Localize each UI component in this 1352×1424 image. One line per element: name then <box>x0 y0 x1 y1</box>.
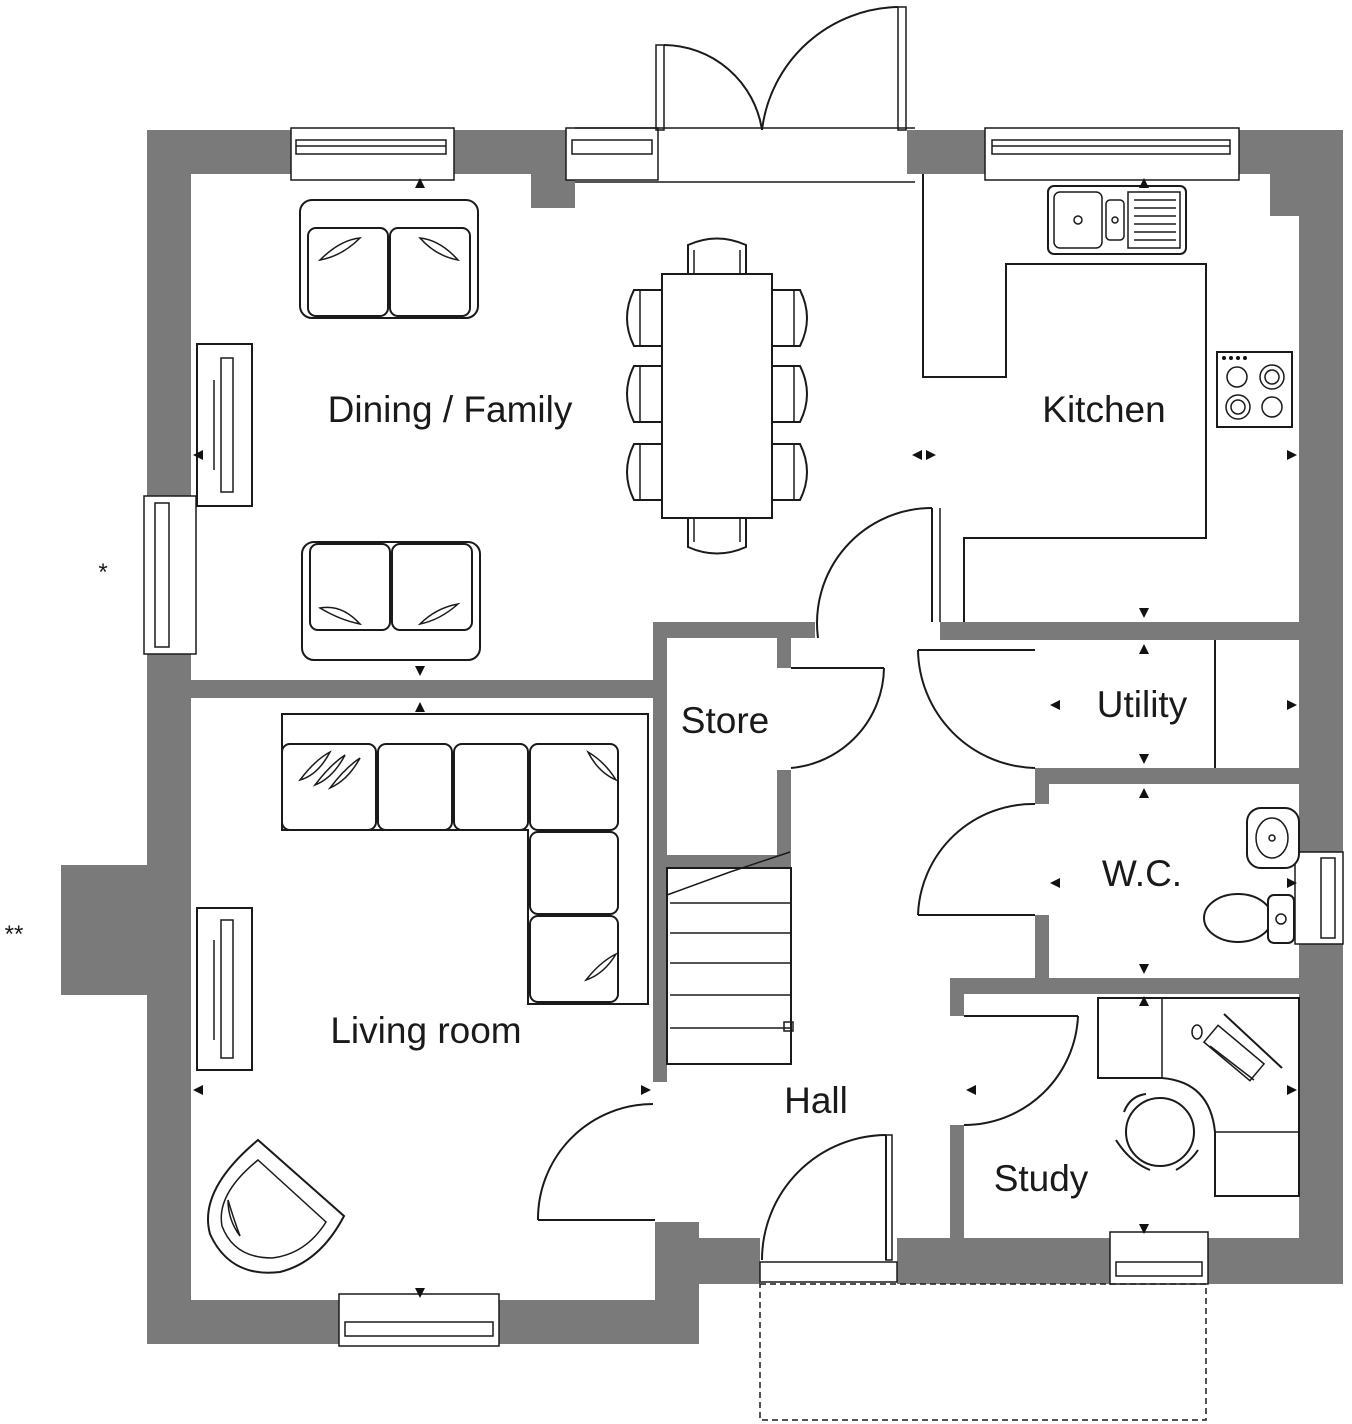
room-label-store: Store <box>681 700 769 741</box>
hob <box>1216 351 1293 428</box>
keyboard-icon <box>1202 1024 1266 1082</box>
window-wc-side <box>1294 851 1344 945</box>
chair-bottom <box>687 517 747 555</box>
sofa-dining-top <box>299 199 479 319</box>
monitor-icon <box>1223 1013 1283 1069</box>
corner-sofa <box>281 713 649 1005</box>
room-label-kitchen: Kitchen <box>1042 389 1165 430</box>
window-dining-side <box>143 495 197 655</box>
note-double-asterisk: ** <box>5 921 24 948</box>
room-label-living-room: Living room <box>330 1010 521 1051</box>
room-label-hall: Hall <box>784 1080 848 1121</box>
staircase <box>666 851 794 1065</box>
porch-canopy <box>759 1283 1207 1421</box>
wc-basin <box>1246 807 1300 869</box>
window-dining-door-left <box>565 127 659 181</box>
sink <box>1047 185 1187 255</box>
study-chair <box>1115 1093 1199 1171</box>
tv-unit-dining <box>196 343 253 507</box>
room-label-study: Study <box>994 1158 1089 1199</box>
dimension-markers <box>193 178 1297 1298</box>
armchair <box>207 1138 346 1274</box>
window-dining-top <box>290 127 455 181</box>
sink-drainer-lines <box>1134 199 1176 241</box>
wc-toilet <box>1203 893 1295 944</box>
room-label-wc: W.C. <box>1102 853 1182 894</box>
window-study-bottom <box>1109 1231 1209 1285</box>
chairs-left <box>626 289 663 501</box>
room-label-dining-family: Dining / Family <box>328 389 573 430</box>
window-kitchen-top <box>984 127 1240 181</box>
windows <box>143 127 1344 1347</box>
chair-top <box>687 237 747 275</box>
room-label-utility: Utility <box>1097 684 1188 725</box>
sofa-dining-bottom <box>301 541 481 661</box>
dining-table <box>626 237 808 555</box>
note-single-asterisk: * <box>98 559 107 586</box>
chairs-right <box>771 289 808 501</box>
doors <box>536 6 1079 1283</box>
window-living-bottom <box>338 1293 500 1347</box>
kitchen-units <box>922 174 1293 622</box>
tv-unit-living <box>196 907 253 1071</box>
study-desk <box>1097 997 1300 1197</box>
internal-walls <box>191 622 1299 1238</box>
mouse-icon <box>1191 1024 1203 1040</box>
french-doors <box>575 6 915 183</box>
